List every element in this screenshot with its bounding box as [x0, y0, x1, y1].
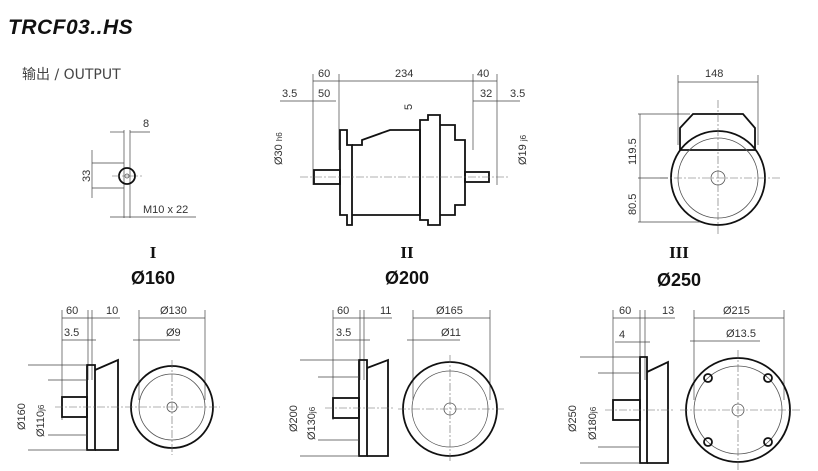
front-view: 148 119.5 80.5: [627, 68, 780, 235]
flange-1-pitch-diameter: Ø130: [160, 305, 187, 317]
flange-2-spigot: Ø130j6: [306, 406, 318, 440]
flange-1-spigot: Ø110j6: [35, 404, 47, 437]
output-diameter-dim: Ø19 j6: [517, 134, 529, 165]
body-length-dim: 234: [395, 68, 413, 80]
flange-2-drawing: 60 11 3.5 Ø200 Ø130j6 Ø165 Ø11: [288, 305, 505, 462]
vertical-offset-dim: 5: [403, 104, 415, 110]
flange-1-drawing: 60 10 3.5 Ø160 Ø110j6 Ø130 Ø9: [16, 305, 220, 455]
thread-dim: M10 x 22: [143, 204, 188, 216]
flange-1-thickness: 10: [106, 305, 118, 317]
flange-2-offset: 3.5: [336, 327, 351, 339]
input-offset-dim: 3.5: [282, 88, 297, 100]
input-length-dim: 60: [318, 68, 330, 80]
flange-3-pitch-diameter: Ø215: [723, 305, 750, 317]
flange-3-shaft-length: 60: [619, 305, 631, 317]
output-length-dim: 40: [477, 68, 489, 80]
flange-roman-1: I: [149, 243, 157, 262]
output-offset-dim: 3.5: [510, 88, 525, 100]
flange-3-spigot: Ø180j6: [587, 406, 599, 440]
input-shaft-dim: 50: [318, 88, 330, 100]
flange-3-offset: 4: [619, 329, 625, 341]
flange-2-thickness: 11: [380, 305, 391, 317]
flange-roman-2: II: [400, 243, 414, 262]
flange-label-1: Ø160: [130, 268, 176, 288]
flange-1-shaft-length: 60: [66, 305, 78, 317]
lower-height-dim: 80.5: [627, 194, 639, 215]
flange-1-hole-diameter: Ø9: [166, 327, 181, 339]
flange-1-outer-diameter: Ø160: [16, 403, 28, 430]
flange-3-hole-diameter: Ø13.5: [726, 328, 756, 340]
flange-2-shaft-length: 60: [337, 305, 349, 317]
key-width-dim: 8: [143, 118, 149, 130]
flange-3-outer-diameter: Ø250: [567, 405, 579, 432]
upper-height-dim: 119.5: [627, 138, 639, 165]
flange-2-outer-diameter: Ø200: [288, 405, 300, 432]
flange-roman-3: III: [669, 243, 689, 262]
side-view: 60 234 40 3.5 50 32 3.5 5 Ø30 h6 Ø19 j6: [273, 68, 529, 226]
flange-2-pitch-diameter: Ø165: [436, 305, 463, 317]
flange-2-hole-diameter: Ø11: [441, 327, 461, 339]
model-title: TRCF03..HS: [8, 16, 134, 39]
input-diameter-dim: Ø30 h6: [273, 132, 285, 165]
flange-1-offset: 3.5: [64, 327, 79, 339]
flange-3-thickness: 13: [662, 305, 674, 317]
output-shaft-dim: 32: [480, 88, 492, 100]
flange-3-drawing: 60 13 4 Ø250 Ø180j6 Ø215 Ø13.5: [567, 305, 800, 470]
shaft-height-dim: 33: [81, 170, 93, 182]
output-shaft-view: 8 33 M10 x 22: [81, 118, 196, 218]
output-section-label: 输出 / OUTPUT: [22, 67, 121, 83]
flange-label-3: Ø250: [656, 270, 702, 290]
width-dim: 148: [705, 68, 723, 80]
flange-label-2: Ø200: [384, 268, 430, 288]
